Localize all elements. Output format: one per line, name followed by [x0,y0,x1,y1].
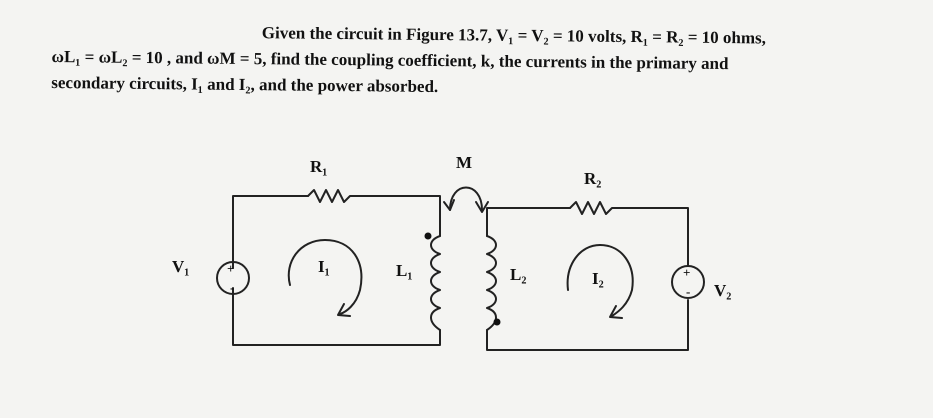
label-v1: V₁ [172,257,189,276]
loop-arrow-i2 [566,244,634,317]
primary-resistor-r1 [307,189,441,237]
dot-l1 [424,232,432,240]
mutual-arrow [449,186,483,211]
secondary-wire-bottom [486,299,689,351]
dot-l2 [493,318,501,326]
v1-plus: + [227,261,234,276]
label-l1: L₁ [396,261,412,280]
label-r1: R₁ [310,157,327,176]
primary-wire-left [232,287,441,346]
label-i1: I₁ [318,257,330,276]
v2-minus: - [686,284,690,299]
secondary-resistor-r2 [569,201,689,266]
label-l2: L₂ [510,265,526,284]
v2-plus: + [683,265,690,280]
inductor-l1 [430,235,441,331]
v1-minus: - [230,280,234,295]
loop-arrow-i1 [287,239,363,315]
label-r2: R₂ [584,169,601,188]
primary-wire-top [232,195,309,269]
label-v2: V₂ [714,281,731,300]
secondary-wire-top [486,207,571,237]
label-i2: I₂ [592,269,604,288]
voltage-source-v1 [216,261,250,295]
label-m: M [456,153,472,172]
inductor-l2 [486,235,497,331]
voltage-source-v2 [671,265,705,299]
